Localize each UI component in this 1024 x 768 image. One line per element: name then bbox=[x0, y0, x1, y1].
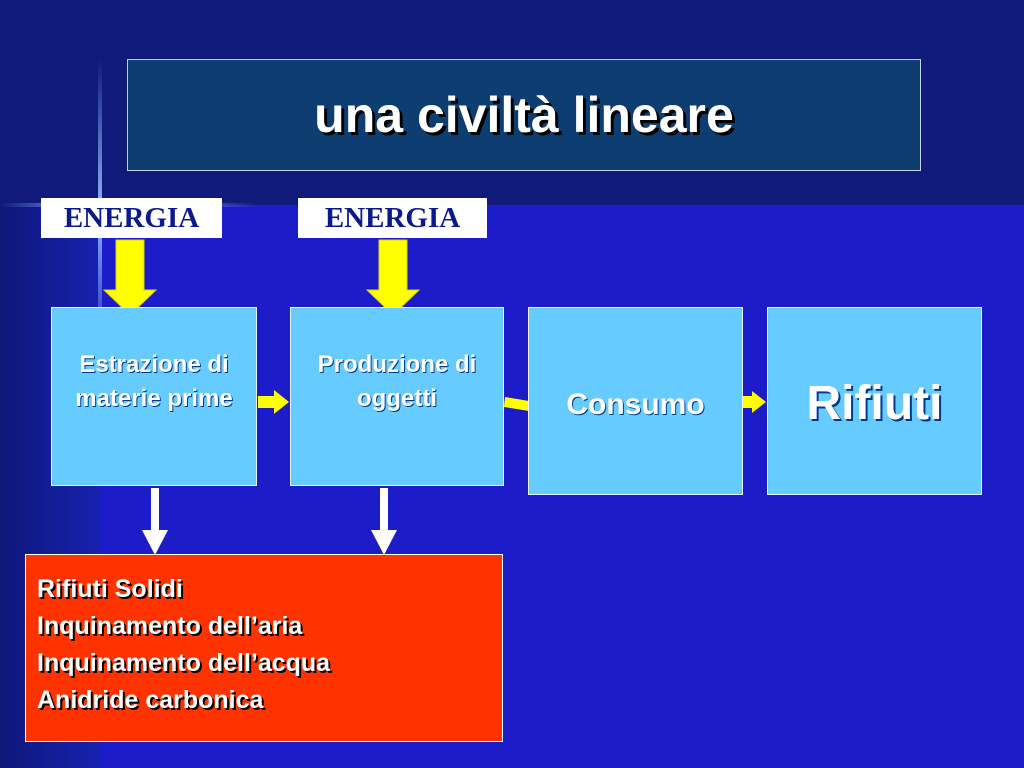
waste-arrow-1-head bbox=[142, 530, 168, 555]
slide-title: una civiltà lineare bbox=[314, 87, 734, 143]
waste-arrow-1-shaft bbox=[151, 488, 159, 533]
environmental-impacts-box: Rifiuti Solidi Inquinamento dell’aria In… bbox=[25, 554, 503, 742]
impact-item: Inquinamento dell’aria bbox=[37, 612, 303, 640]
title-box: una civiltà lineare bbox=[127, 59, 921, 171]
process-box-extraction: Estrazione di materie prime bbox=[51, 307, 257, 486]
flow-arrow-1 bbox=[258, 390, 289, 414]
process-box-consumption: Consumo bbox=[528, 307, 743, 495]
energy-label-1-text: ENERGIA bbox=[63, 201, 200, 234]
process-box-waste: Rifiuti bbox=[767, 307, 982, 495]
process-box-extraction-label: Estrazione di materie prime bbox=[75, 351, 233, 412]
impact-item: Anidride carbonica bbox=[37, 686, 264, 714]
process-box-consumption-label: Consumo bbox=[566, 388, 705, 421]
energy-arrow-2 bbox=[365, 239, 421, 316]
energy-label-2-text: ENERGIA bbox=[324, 201, 461, 234]
energy-label-1: ENERGIA bbox=[41, 198, 222, 238]
process-box-production-label: Produzione di oggetti bbox=[317, 351, 477, 412]
impact-item: Rifiuti Solidi bbox=[37, 575, 183, 603]
energy-label-2: ENERGIA bbox=[298, 198, 487, 238]
process-box-waste-label: Rifiuti bbox=[806, 377, 943, 430]
process-box-production: Produzione di oggetti bbox=[290, 307, 504, 486]
impact-item: Inquinamento dell’acqua bbox=[37, 649, 331, 677]
waste-arrow-2-shaft bbox=[380, 488, 388, 533]
energy-arrow-1 bbox=[102, 239, 158, 316]
waste-arrow-2-head bbox=[371, 530, 397, 555]
